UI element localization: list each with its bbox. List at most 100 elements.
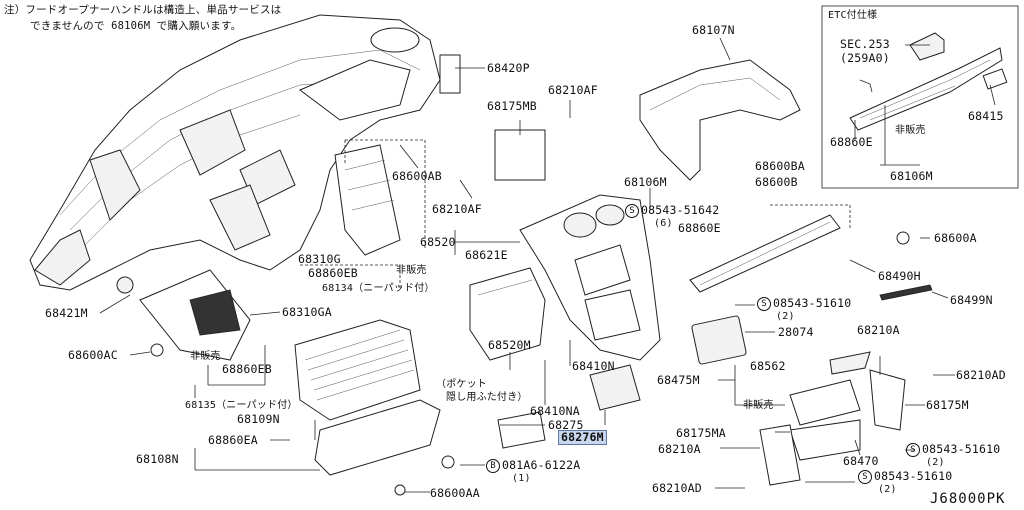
etc-unit-drawing — [849, 32, 1008, 131]
note-line-1: 注）フードオープナーハンドルは構造上、単品サービスは — [4, 4, 282, 16]
knob-68421M-drawing — [116, 276, 134, 294]
display-28074-drawing — [691, 315, 747, 365]
label-08543-51642: 08543-51642 — [641, 203, 720, 217]
lid-68520M-drawing — [469, 267, 546, 361]
label-68109N: 68109N — [237, 412, 280, 426]
qty-6: (6) — [654, 218, 673, 229]
label-08543-51610-c: 08543-51610 — [874, 469, 953, 483]
label-68420P: 68420P — [487, 61, 530, 75]
label-68499N: 68499N — [950, 293, 993, 307]
label-68275: 68275 — [548, 418, 584, 432]
label-68562: 68562 — [750, 359, 786, 373]
label-68860EA: 68860EA — [208, 433, 258, 447]
label-68600BA: 68600BA — [755, 159, 805, 173]
label-68520: 68520 — [420, 235, 456, 249]
etc-label-68106M: 68106M — [890, 169, 933, 183]
s-symbol-51610-a: S — [757, 296, 771, 311]
lower-panel-68109N-drawing — [294, 319, 421, 421]
strip-68499N-drawing — [879, 284, 933, 301]
label-68600AC: 68600AC — [68, 348, 118, 362]
diagram-code: J68000PK — [930, 491, 1006, 507]
bracket-68420P-drawing — [439, 54, 461, 94]
cover-68108N-drawing — [314, 399, 441, 476]
label-28074: 28074 — [778, 325, 814, 339]
qty-1: (1) — [512, 473, 531, 484]
bolt-081A6-drawing — [441, 455, 455, 469]
label-68210AF-top: 68210AF — [548, 83, 598, 97]
etc-not-sold: 非販売 — [895, 125, 926, 136]
label-68135: 68135（ニーパッド付） — [185, 400, 298, 411]
not-sold-right: 非販売 — [743, 400, 774, 411]
bracket-68275-drawing — [497, 411, 546, 449]
label-68600AB: 68600AB — [392, 169, 442, 183]
pocket-68470-drawing — [789, 419, 861, 461]
label-68108N: 68108N — [136, 452, 179, 466]
plate-68276M-drawing — [589, 364, 641, 411]
not-sold-left: 非販売 — [190, 351, 221, 362]
label-68410N: 68410N — [572, 359, 615, 373]
pocket-note-2: 隠し用ふた付き） — [446, 392, 528, 403]
label-68860EB-left: 68860EB — [222, 362, 272, 376]
label-68860E-main: 68860E — [678, 221, 721, 235]
bracket-68175MB-drawing — [494, 129, 546, 181]
dashed-frame-68310G — [300, 264, 401, 290]
etc-label-68415: 68415 — [968, 109, 1004, 123]
s-symbol-51642: S — [625, 203, 639, 218]
label-68410NA: 68410NA — [530, 404, 580, 418]
bracket-68175M-drawing — [869, 369, 906, 431]
plate-68562-drawing — [829, 351, 871, 375]
etc-sec-line1: SEC.253 — [840, 37, 890, 51]
label-68310G: 68310G — [298, 252, 341, 266]
qty-2-b: (2) — [926, 457, 945, 468]
qty-2-c: (2) — [878, 484, 897, 495]
label-68106M: 68106M — [624, 175, 667, 189]
dashed-frame-68134 — [344, 139, 426, 250]
label-68210AF-mid: 68210AF — [432, 202, 482, 216]
not-sold-top: 非販売 — [396, 265, 427, 276]
s-symbol-51610-c: S — [858, 469, 872, 484]
label-68134: 68134（ニーパッド付） — [322, 283, 435, 294]
clip-68600AC-drawing — [150, 343, 164, 357]
b-symbol-081A6: B — [486, 458, 500, 473]
label-08543-51610-a: 08543-51610 — [773, 296, 852, 310]
etc-title: ETC付仕様 — [828, 10, 878, 21]
s-symbol-51610-b: S — [906, 442, 920, 457]
label-68310GA: 68310GA — [282, 305, 332, 319]
dashed-frame-68600BA — [770, 204, 851, 230]
etc-inset-frame — [821, 5, 1019, 189]
bracket-68475M-drawing — [789, 379, 861, 426]
label-68520M: 68520M — [488, 338, 531, 352]
label-081A6-6122A: 081A6-6122A — [502, 458, 581, 472]
note-line-2: できませんので 68106M で購入願います。 — [30, 20, 242, 32]
label-68490H: 68490H — [878, 269, 921, 283]
label-68860EB-top: 68860EB — [308, 266, 358, 280]
label-68600AA: 68600AA — [430, 486, 480, 500]
label-68600A: 68600A — [934, 231, 977, 245]
etc-sec-line2: (259A0) — [840, 51, 890, 65]
bracket-68134-drawing — [334, 144, 401, 256]
label-68175M: 68175M — [926, 398, 969, 412]
pocket-note-1: （ポケット — [436, 379, 487, 390]
label-68210A-r: 68210A — [857, 323, 900, 337]
label-68210A-b: 68210A — [658, 442, 701, 456]
label-68210AD-r: 68210AD — [956, 368, 1006, 382]
bracket-68860E-drawing — [689, 214, 841, 293]
leader-lines — [99, 37, 996, 493]
label-68421M: 68421M — [45, 306, 88, 320]
meter-hood-drawing — [639, 59, 801, 181]
clip-68600AA-drawing — [394, 484, 406, 496]
label-68600B: 68600B — [755, 175, 798, 189]
etc-label-68860E: 68860E — [830, 135, 873, 149]
bracket-68175MA-drawing — [759, 424, 801, 486]
label-68470: 68470 — [843, 454, 879, 468]
label-68621E: 68621E — [465, 248, 508, 262]
qty-2-a: (2) — [776, 311, 795, 322]
center-cluster-drawing — [519, 194, 661, 361]
clip-68600A-drawing — [896, 231, 910, 245]
label-68276M-highlighted: 68276M — [558, 430, 607, 445]
label-68475M: 68475M — [657, 373, 700, 387]
label-68210AD-b: 68210AD — [652, 481, 702, 495]
upper-instrument-panel-drawing — [29, 14, 441, 291]
label-68175MA: 68175MA — [676, 426, 726, 440]
